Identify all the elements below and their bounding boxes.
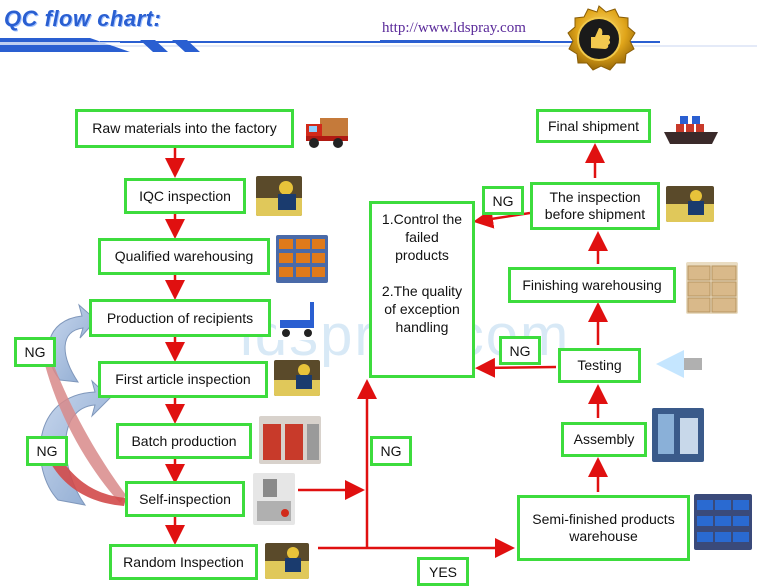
ng-label-lower-loop: NG xyxy=(26,436,68,466)
cargo-ship-icon xyxy=(662,112,722,152)
finishing-warehousing-box: Finishing warehousing xyxy=(508,267,676,303)
exception-handling-box: 1.Control the failed products 2.The qual… xyxy=(369,201,475,378)
inspection-before-line-1: The inspection xyxy=(549,189,641,205)
self-inspection-box: Self-inspection xyxy=(125,481,245,517)
carton-boxes-icon xyxy=(686,262,738,314)
production-machine-icon xyxy=(259,416,321,464)
raw-materials-box: Raw materials into the factory xyxy=(75,109,294,148)
ng-text: NG xyxy=(36,443,58,459)
ng-label-upper-loop: NG xyxy=(14,337,56,367)
final-shipment-box: Final shipment xyxy=(536,109,651,143)
batch-production-box: Batch production xyxy=(116,423,252,459)
warehouse-shelves-icon xyxy=(276,235,328,283)
delivery-truck-icon xyxy=(302,112,352,152)
first-article-inspection-box: First article inspection xyxy=(98,361,268,398)
random-inspection-photo-icon xyxy=(265,543,309,579)
inspection-before-line-2: before shipment xyxy=(544,206,646,222)
production-of-recipients-label: Production of recipients xyxy=(106,309,254,326)
ng-text: NG xyxy=(509,342,531,359)
batch-production-label: Batch production xyxy=(131,432,237,449)
exception-line-6: handling xyxy=(395,319,449,335)
testing-label: Testing xyxy=(577,357,622,373)
ng-label-testing: NG xyxy=(499,336,541,365)
raw-materials-label: Raw materials into the factory xyxy=(92,120,277,136)
assembly-label: Assembly xyxy=(573,431,635,447)
spray-nozzle-icon xyxy=(654,346,704,382)
final-shipment-label: Final shipment xyxy=(547,117,640,134)
ng-text: NG xyxy=(492,192,514,209)
random-inspection-box: Random Inspection xyxy=(109,544,258,580)
self-inspection-label: Self-inspection xyxy=(139,490,231,507)
semi-finished-warehouse-photo-icon xyxy=(694,494,752,550)
semi-finished-line-1: Semi-finished products xyxy=(532,511,675,527)
website-url[interactable]: http://www.ldspray.com xyxy=(382,20,526,36)
inspection-before-shipment-box: The inspection before shipment xyxy=(530,182,660,230)
guarantee-seal-icon xyxy=(567,5,636,71)
iqc-inspection-box: IQC inspection xyxy=(124,178,246,214)
pre-shipment-inspection-photo-icon xyxy=(666,186,714,222)
trolley-cart-icon xyxy=(276,298,320,340)
yes-label: YES xyxy=(417,557,469,586)
ng-label-self-inspection: NG xyxy=(370,436,412,466)
exception-line-4: 2.The quality xyxy=(381,283,463,299)
page-title: QC flow chart: xyxy=(4,6,162,31)
random-inspection-label: Random Inspection xyxy=(123,553,244,570)
yes-text: YES xyxy=(428,563,457,580)
first-article-photo-icon xyxy=(274,360,320,396)
ng-text: NG xyxy=(380,443,402,459)
production-of-recipients-box: Production of recipients xyxy=(89,299,271,337)
assembly-box: Assembly xyxy=(561,422,647,457)
iqc-inspection-label: IQC inspection xyxy=(139,187,231,204)
testing-box: Testing xyxy=(558,348,641,383)
self-inspection-photo-icon xyxy=(253,473,295,525)
header-band xyxy=(0,38,757,52)
exception-line-2: failed xyxy=(405,229,439,245)
semi-finished-warehouse-box: Semi-finished products warehouse xyxy=(517,495,690,561)
exception-line-3: products xyxy=(395,247,449,263)
assembly-photo-icon xyxy=(652,408,704,462)
finishing-warehousing-label: Finishing warehousing xyxy=(522,276,662,293)
ng-label-before-shipment: NG xyxy=(482,186,524,215)
ng-text: NG xyxy=(24,344,46,360)
exception-line-5: of exception xyxy=(384,301,460,317)
qualified-warehousing-label: Qualified warehousing xyxy=(114,248,254,264)
iqc-inspection-photo-icon xyxy=(256,176,302,216)
exception-line-1: 1.Control the xyxy=(381,211,463,227)
qualified-warehousing-box: Qualified warehousing xyxy=(98,238,270,275)
first-article-inspection-label: First article inspection xyxy=(115,371,251,387)
semi-finished-line-2: warehouse xyxy=(569,528,638,544)
